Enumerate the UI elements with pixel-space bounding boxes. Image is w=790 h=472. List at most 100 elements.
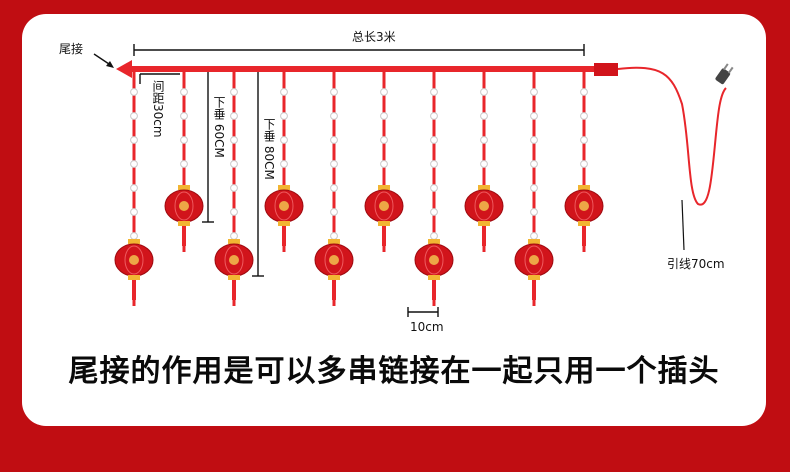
- bead-light: [430, 160, 438, 168]
- bead-light: [430, 112, 438, 120]
- bead-light: [430, 184, 438, 192]
- connector-cap-icon: [116, 60, 132, 78]
- bead-light: [230, 184, 238, 192]
- tail-pointer-arrowhead: [106, 61, 114, 68]
- diagram-panel: 尾接 总长3米 间距30cm 下垂 60CM 下垂 80CM 引线70cm 10…: [22, 14, 766, 426]
- bead-light: [330, 136, 338, 144]
- lead-wire-pointer: [681, 199, 685, 251]
- bead-light: [280, 112, 288, 120]
- bead-light: [580, 160, 588, 168]
- bead-light: [430, 232, 438, 240]
- lantern-top-cap: [278, 185, 290, 190]
- lantern-tassel: [332, 280, 336, 300]
- bead-light: [380, 136, 388, 144]
- lantern-emblem: [429, 255, 439, 265]
- spacing-label: 间距30cm: [151, 80, 165, 138]
- bead-light: [380, 112, 388, 120]
- lantern-top-cap: [528, 239, 540, 244]
- bead-light: [480, 112, 488, 120]
- lantern-rib: [324, 245, 344, 275]
- lantern-bottom-cap: [178, 221, 190, 226]
- lantern-bottom-cap: [278, 221, 290, 226]
- bead-light: [230, 160, 238, 168]
- lantern-emblem: [229, 255, 239, 265]
- bead-light: [330, 112, 338, 120]
- bead-light: [230, 208, 238, 216]
- bead-light: [280, 88, 288, 96]
- lantern-bottom-cap: [578, 221, 590, 226]
- lantern-tassel: [382, 226, 386, 246]
- lantern-top-cap: [428, 239, 440, 244]
- bead-light: [430, 208, 438, 216]
- bead-light: [530, 112, 538, 120]
- bead-light: [530, 208, 538, 216]
- bead-light: [130, 208, 138, 216]
- lantern-top-cap: [178, 185, 190, 190]
- lantern-rib: [474, 191, 494, 221]
- lantern-emblem: [279, 201, 289, 211]
- lantern-bottom-cap: [328, 275, 340, 280]
- bead-light: [530, 160, 538, 168]
- bead-light: [430, 136, 438, 144]
- bead-light: [330, 160, 338, 168]
- bead-light: [530, 232, 538, 240]
- bead-light: [230, 232, 238, 240]
- bead-light: [280, 160, 288, 168]
- bead-light: [180, 160, 188, 168]
- bead-light: [130, 232, 138, 240]
- bead-light: [580, 88, 588, 96]
- lantern-rib: [274, 191, 294, 221]
- lantern-emblem: [529, 255, 539, 265]
- lantern-rib: [124, 245, 144, 275]
- lantern-emblem: [379, 201, 389, 211]
- lantern-rib: [374, 191, 394, 221]
- bead-light: [530, 184, 538, 192]
- bead-light: [130, 160, 138, 168]
- lantern-top-cap: [228, 239, 240, 244]
- lantern-rib: [524, 245, 544, 275]
- lantern-top-cap: [128, 239, 140, 244]
- tail-connector-label: 尾接: [59, 42, 84, 56]
- lantern-top-cap: [478, 185, 490, 190]
- lantern-emblem: [579, 201, 589, 211]
- lantern-bottom-cap: [378, 221, 390, 226]
- caption-text: 尾接的作用是可以多串链接在一起只用一个插头: [68, 354, 720, 389]
- lantern-rib: [574, 191, 594, 221]
- bead-light: [230, 88, 238, 96]
- bead-light: [480, 136, 488, 144]
- bead-light: [180, 136, 188, 144]
- lantern-tassel: [482, 226, 486, 246]
- bead-light: [130, 184, 138, 192]
- lantern-bottom-cap: [128, 275, 140, 280]
- bead-light: [380, 88, 388, 96]
- bead-light: [530, 136, 538, 144]
- lantern-string-diagram: [93, 44, 734, 317]
- bead-light: [130, 88, 138, 96]
- bead-light: [480, 160, 488, 168]
- lantern-tassel: [432, 280, 436, 300]
- bead-light: [380, 160, 388, 168]
- lantern-bottom-cap: [478, 221, 490, 226]
- lantern-bottom-cap: [528, 275, 540, 280]
- scale-10cm-label: 10cm: [410, 320, 444, 334]
- lantern-tassel: [132, 280, 136, 300]
- plug-box: [594, 63, 618, 76]
- lantern-tassel: [532, 280, 536, 300]
- lead-wire: [617, 66, 727, 206]
- lantern-emblem: [329, 255, 339, 265]
- bead-light: [580, 112, 588, 120]
- bead-light: [130, 112, 138, 120]
- lantern-top-cap: [378, 185, 390, 190]
- bead-light: [280, 136, 288, 144]
- lantern-top-cap: [578, 185, 590, 190]
- drop-60-label: 下垂 60CM: [212, 96, 226, 158]
- lantern-emblem: [479, 201, 489, 211]
- lantern-tassel: [582, 226, 586, 246]
- lantern-rib: [224, 245, 244, 275]
- lantern-top-cap: [328, 239, 340, 244]
- total-length-label: 总长3米: [352, 30, 396, 44]
- plug-icon: [715, 63, 734, 85]
- bead-light: [230, 112, 238, 120]
- lantern-rib: [174, 191, 194, 221]
- bead-light: [130, 136, 138, 144]
